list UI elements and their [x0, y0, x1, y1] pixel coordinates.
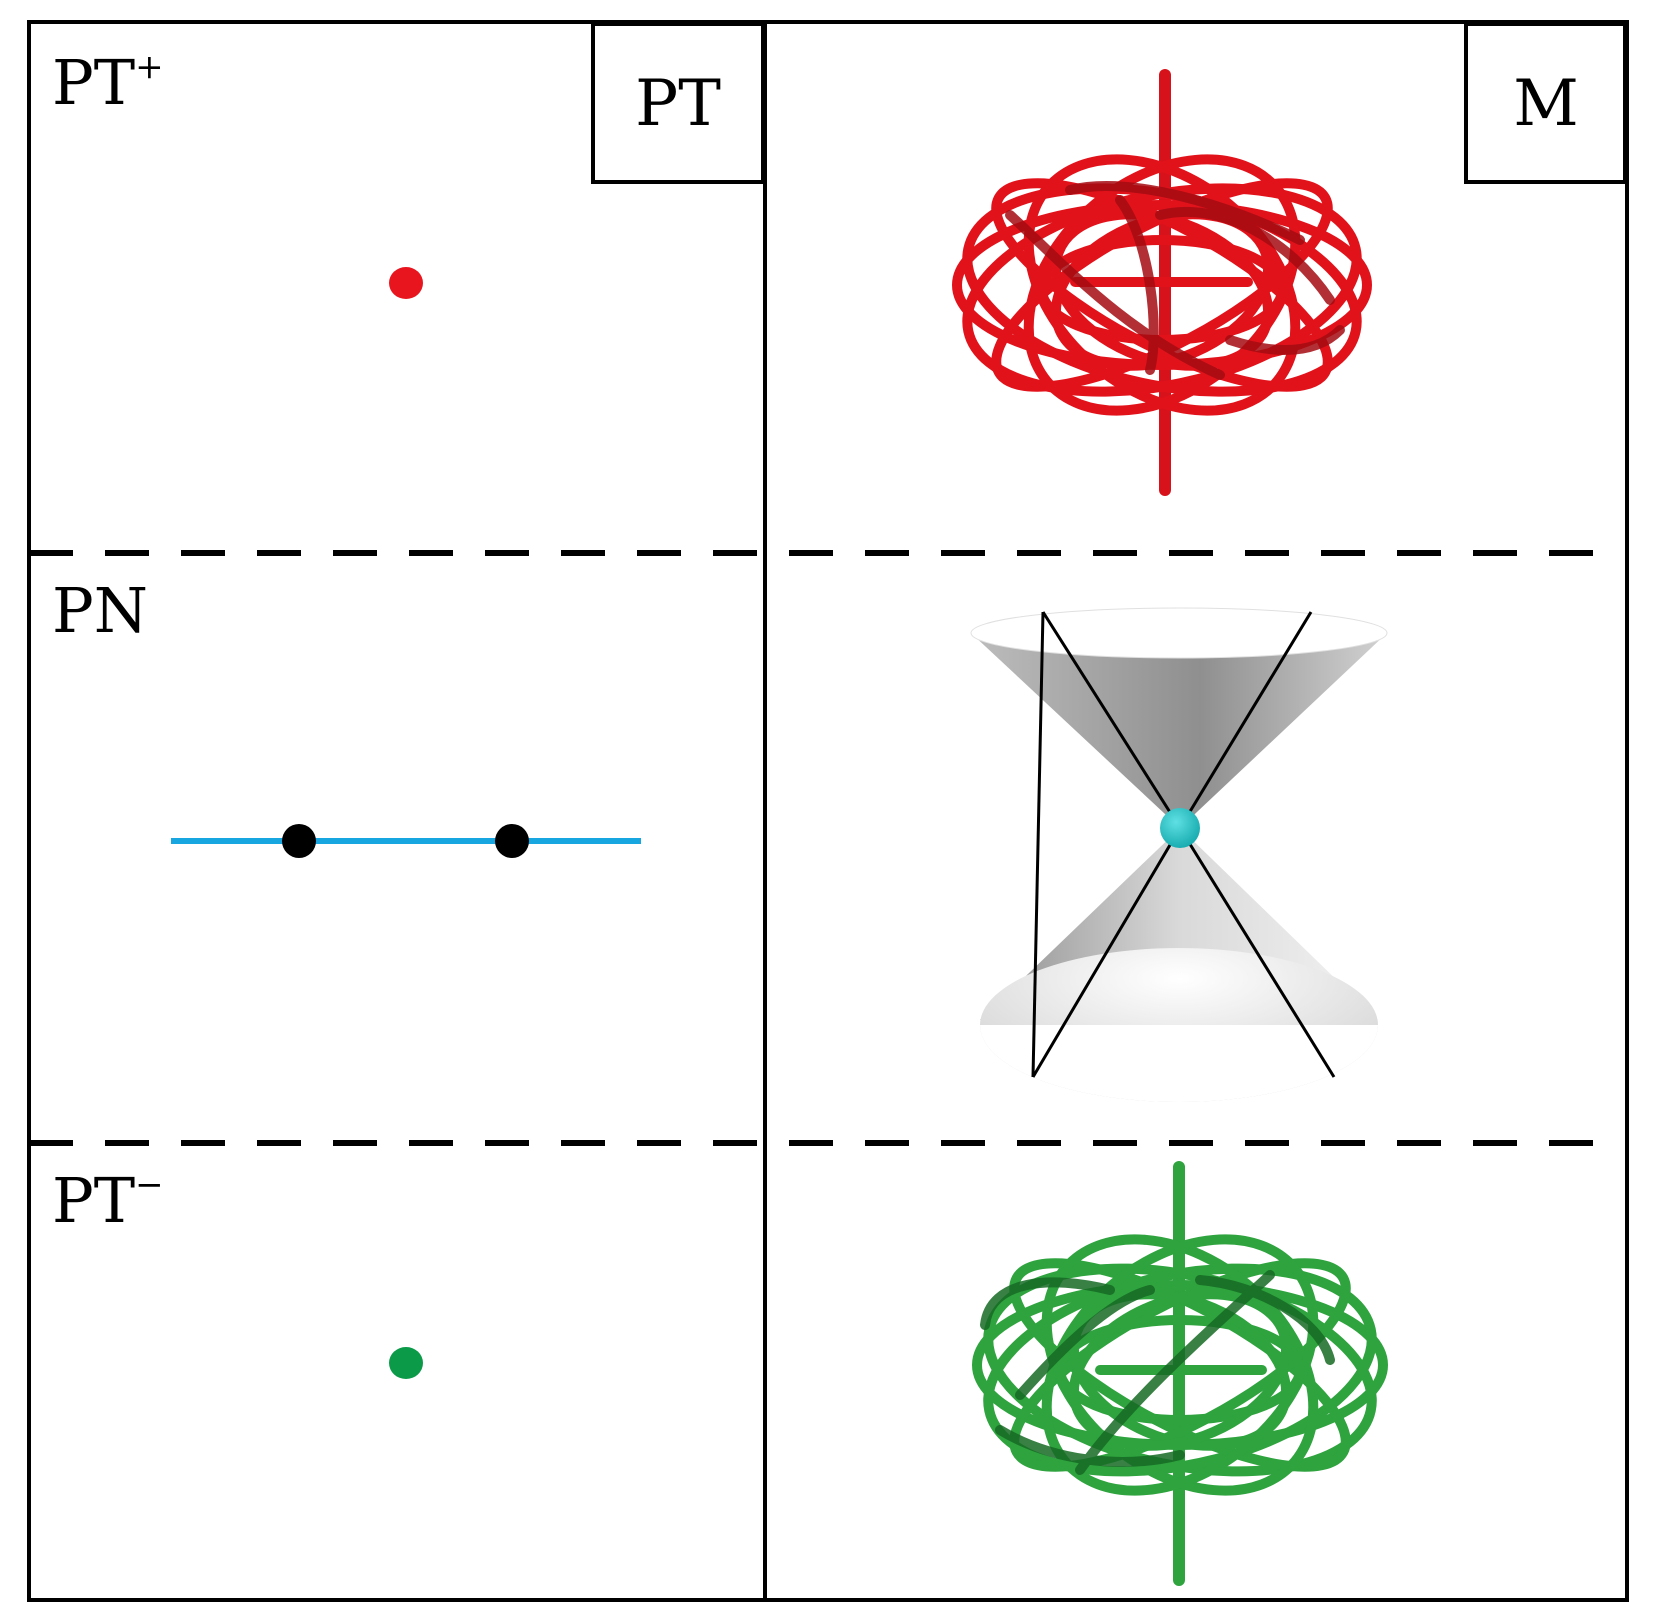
- pn-line-group: [171, 824, 641, 858]
- row-label-pt-minus: PT−: [52, 1164, 164, 1237]
- row-label-pt-minus-base: PT: [52, 1164, 135, 1237]
- cone-top: [971, 633, 1387, 828]
- outer-border: [27, 20, 1629, 1602]
- row-label-pt-plus-sup: +: [135, 47, 164, 87]
- pt-plus-point: [389, 267, 423, 299]
- cone-ray-2: [1178, 611, 1313, 829]
- row-label-pn: PN: [52, 574, 148, 647]
- pn-point-left: [282, 824, 316, 858]
- header-box-right: [1464, 22, 1627, 184]
- cone-ray-1: [1031, 611, 1045, 1078]
- row-label-pt-plus-base: PT: [52, 46, 135, 119]
- light-cone: [970, 607, 1388, 1102]
- green-torus: [972, 1161, 1388, 1586]
- header-label-pt: PT: [635, 67, 721, 141]
- pn-point-right: [495, 824, 529, 858]
- cone-vertex: [1160, 808, 1200, 848]
- red-torus: [952, 69, 1372, 496]
- pt-minus-point: [389, 1347, 423, 1379]
- row-label-pt-plus: PT+: [52, 46, 164, 119]
- row-label-pt-minus-sup: −: [135, 1165, 164, 1205]
- cone-top-rim: [970, 607, 1388, 659]
- frame: [27, 20, 1629, 1602]
- header-box-left: [591, 22, 765, 184]
- header-label-m: M: [1513, 67, 1579, 141]
